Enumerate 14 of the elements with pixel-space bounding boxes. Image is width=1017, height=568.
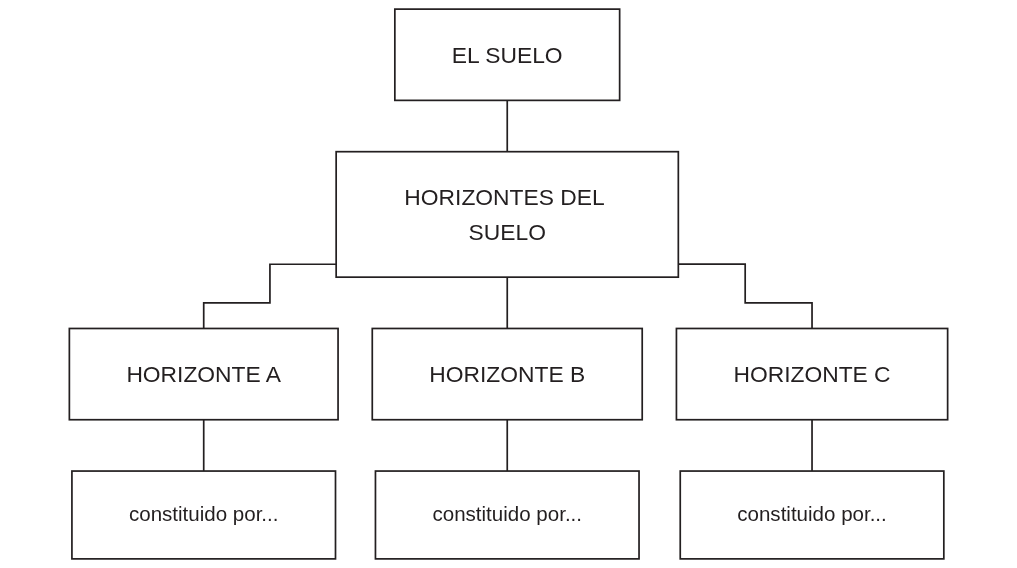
connector bbox=[506, 99, 509, 153]
connector bbox=[202, 263, 337, 330]
node-box: HORIZONTES DEL SUELO bbox=[335, 150, 680, 278]
connector bbox=[506, 276, 509, 330]
node-box: constituido por... bbox=[679, 470, 945, 560]
connector bbox=[202, 418, 205, 472]
node-box: constituido por... bbox=[374, 470, 640, 560]
node-box: HORIZONTE C bbox=[675, 327, 949, 421]
connector bbox=[506, 418, 509, 472]
connector bbox=[811, 418, 813, 472]
node-box: HORIZONTE A bbox=[68, 327, 339, 421]
node-box: HORIZONTE B bbox=[371, 327, 644, 421]
node-box: EL SUELO bbox=[394, 8, 621, 102]
node-box: constituido por... bbox=[71, 470, 337, 560]
